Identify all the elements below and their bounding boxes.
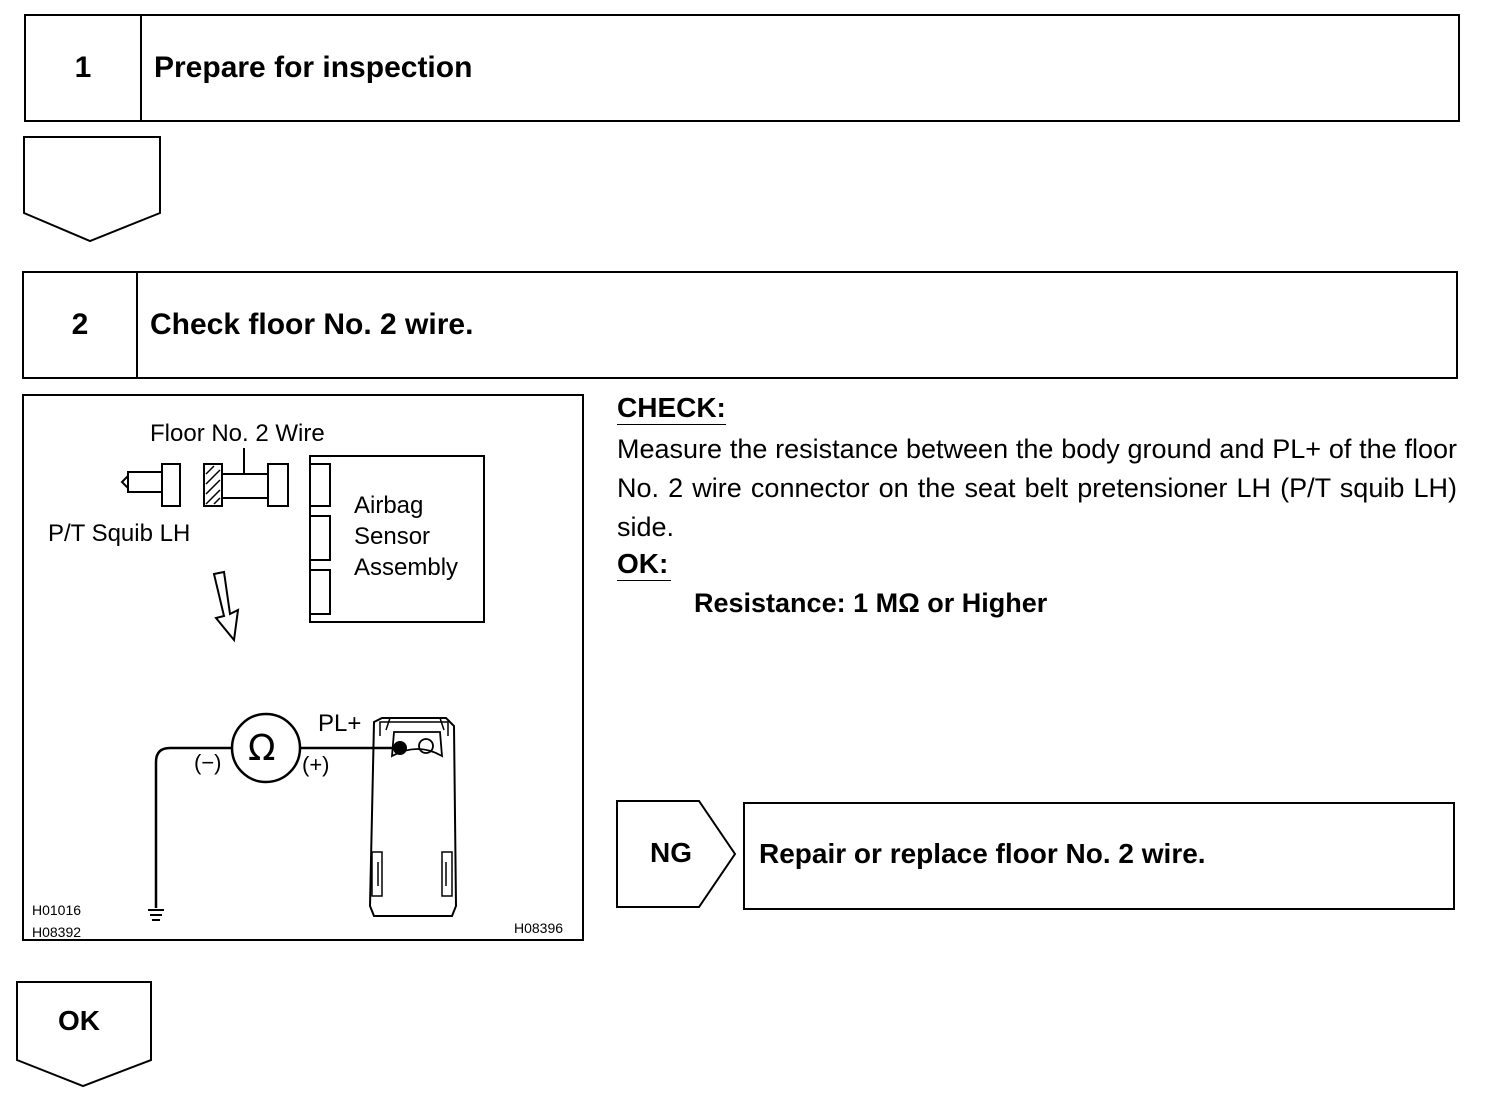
- sensor-label-1: Airbag: [354, 492, 424, 519]
- ng-action-box: Repair or replace floor No. 2 wire.: [743, 802, 1455, 910]
- terminal-label: PL+: [318, 710, 362, 737]
- figure-code-2: H08392: [32, 924, 82, 940]
- check-instructions: Measure the resistance between the body …: [617, 434, 1457, 542]
- ohm-symbol: Ω: [248, 728, 276, 769]
- step-1-title: Prepare for inspection: [154, 51, 473, 84]
- ok-spec-label: OK:: [617, 548, 671, 581]
- sensor-label-2: Sensor: [354, 523, 431, 550]
- check-label: CHECK:: [617, 392, 726, 425]
- step-2-title: Check floor No. 2 wire.: [150, 308, 474, 341]
- ok-next-label: OK: [58, 1005, 100, 1036]
- wire-label: Floor No. 2 Wire: [150, 420, 325, 447]
- step-1-number: 1: [26, 16, 142, 120]
- squib-label: P/T Squib LH: [48, 520, 191, 547]
- figure-code-3: H08396: [514, 920, 564, 936]
- positive-label: (+): [302, 752, 330, 777]
- ng-arrow-icon: [616, 800, 737, 908]
- negative-label: (−): [194, 750, 222, 775]
- step-2-number: 2: [24, 273, 138, 377]
- resistance-spec: Resistance: 1 MΩ or Higher: [694, 588, 1048, 618]
- sensor-label-3: Assembly: [354, 554, 459, 581]
- ok-arrow-icon: [16, 981, 152, 1088]
- inspection-diagram: Floor No. 2 Wire P/T Squib LH Airbag Sen…: [22, 394, 584, 941]
- step-1-box: 1 Prepare for inspection: [24, 14, 1460, 122]
- ng-action-text: Repair or replace floor No. 2 wire.: [759, 838, 1206, 869]
- ng-label: NG: [650, 837, 692, 868]
- step-2-box: 2 Check floor No. 2 wire.: [22, 271, 1458, 379]
- figure-code-1: H01016: [32, 902, 82, 918]
- diagram-drawing: [120, 448, 485, 921]
- flow-arrow-icon: [23, 136, 161, 243]
